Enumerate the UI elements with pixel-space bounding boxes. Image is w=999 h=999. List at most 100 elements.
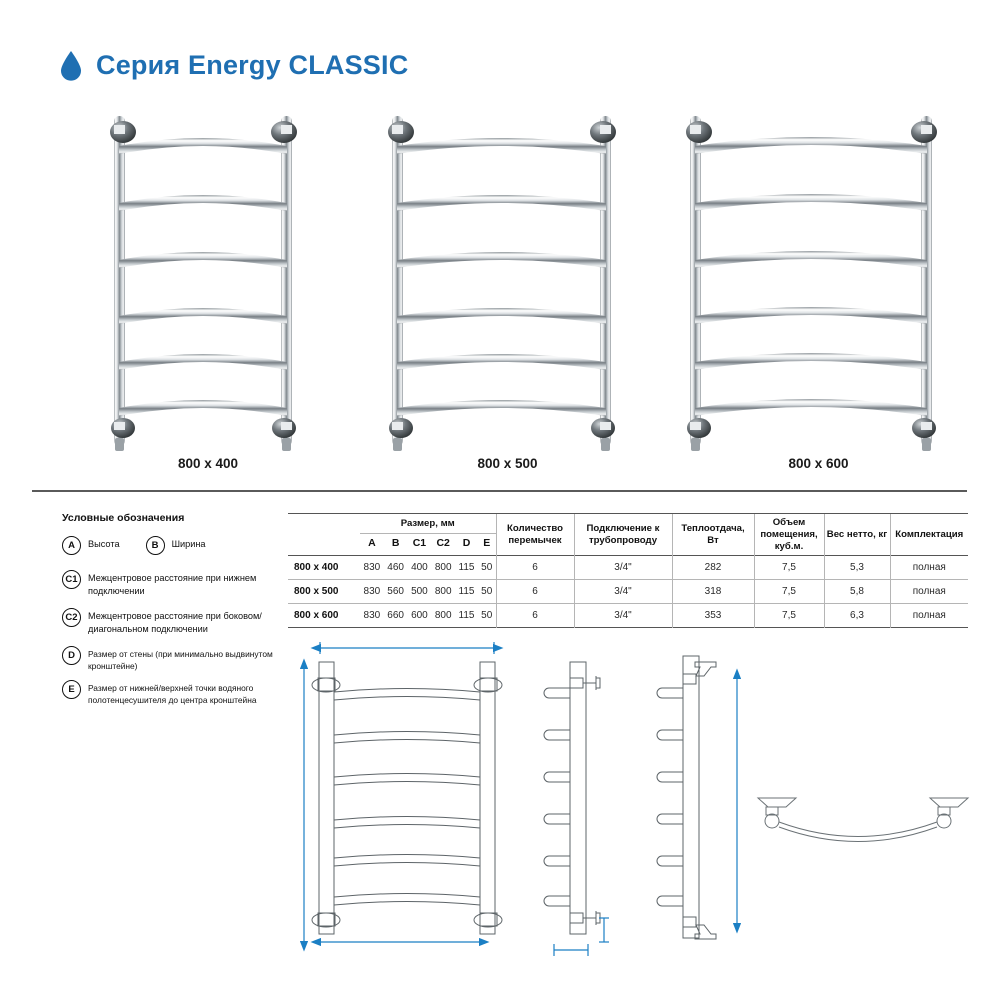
product-800x600: 800 x 600 [676,108,961,471]
mounting-brackets [110,121,297,451]
mounting-brackets [388,121,616,451]
front-view-drawing [299,642,504,952]
page-header: Серия Energy CLASSIC [60,50,408,81]
legend-title: Условные обозначения [62,512,185,524]
header-volume: Объем помещения, куб.м. [753,513,824,556]
cell-volume: 7,5 [753,602,824,628]
cell-d: 115 [455,554,478,580]
cell-packaging: полная [889,602,968,628]
product-800x400: 800 x 400 [88,108,328,471]
side-view-c2-drawing [656,655,742,940]
legend-badge-c1: C1 [62,570,81,589]
cell-heat: 318 [671,578,754,604]
bracket-outlines [311,677,503,928]
legend-label-c2: Межцентровое расстояние при боковом/диаг… [88,611,262,635]
legend-item-d: D Размер от стены (при минимально выдвин… [62,645,277,672]
legend-item-c1: C1 Межцентровое расстояние при нижнем по… [62,569,277,598]
header-d: D [462,536,471,549]
cell-model: 800 x 500 [288,578,360,604]
cell-volume: 7,5 [753,578,824,604]
product-caption: 800 x 600 [788,456,849,471]
cell-c2: 800 [431,554,456,580]
cell-bars: 6 [495,602,574,628]
legend-label-d: Размер от стены (при минимально выдвинут… [88,649,273,672]
cell-d: 115 [455,578,478,604]
crossbar-ends [656,687,683,907]
technical-drawings: B A C1 [0,630,999,975]
table-header-sub-row: A B C1 C2 D E [288,533,968,555]
cell-weight: 5,3 [823,554,890,580]
cell-c1: 500 [407,578,432,604]
legend-label-a: Высота [88,539,120,549]
cell-a: 830 [360,554,384,580]
cell-c2: 800 [431,578,456,604]
table-row: 800 x 400 830 460 400 800 115 50 6 3/4" … [288,554,968,580]
side-rails [690,116,932,446]
water-drop-icon [61,50,81,81]
cell-model: 800 x 400 [288,554,360,580]
side-rails [392,116,611,446]
crossbars [397,138,606,416]
cell-e: 50 [477,578,496,604]
cell-bars: 6 [495,554,574,580]
table-body: 800 x 400 830 460 400 800 115 50 6 3/4" … [288,554,968,628]
cell-c1: 400 [407,554,432,580]
header-b: B [391,536,400,549]
crossbars [695,137,927,416]
legend-badge-a: A [62,536,81,555]
cell-b: 560 [383,578,408,604]
header-heat: Теплоотдача, Вт [671,513,754,556]
legend-item-e: E Размер от нижней/верхней точки водяног… [62,679,277,706]
cell-connection: 3/4" [573,578,672,604]
section-divider [32,490,967,492]
header-weight: Вес нетто, кг [823,513,890,556]
legend-label-c1: Межцентровое расстояние при нижнем подкл… [88,573,257,597]
product-caption: 800 x 500 [477,456,538,471]
crossbar-outlines [333,688,481,906]
side-view-d-e-drawing [543,661,609,956]
towel-rail-image-1 [110,116,297,451]
header-packaging: Комплектация [889,513,968,556]
legend-badge-c2: C2 [62,608,81,628]
cell-a: 830 [360,602,384,628]
product-800x500: 800 x 500 [370,108,645,471]
table-header-group-row: Размер, мм Количество перемычек Подключе… [288,513,968,556]
cell-bars: 6 [495,578,574,604]
legend-block: Условные обозначения A Высота B Ширина C… [62,512,277,710]
side-rails [114,116,292,446]
header-a: A [368,536,376,549]
left-flange [756,797,798,808]
cell-a: 830 [360,578,384,604]
cell-b: 660 [383,602,408,628]
dimension-lines [553,917,609,956]
legend-badge-e: E [62,679,81,699]
legend-item-a-b: A Высота B Ширина [62,535,277,555]
cell-packaging: полная [889,554,968,580]
cell-c1: 600 [407,602,432,628]
page-title: Серия Energy CLASSIC [96,50,409,80]
legend-item-c2: C2 Межцентровое расстояние при боковом/д… [62,607,277,636]
towel-rail-image-2 [388,116,616,451]
cell-heat: 353 [671,602,754,628]
legend-label-e: Размер от нижней/верхней точки водяного … [88,682,257,705]
crossbar-upper-edge [778,821,938,837]
crossbar-top-view-detail [756,797,970,842]
table-row: 800 x 500 830 560 500 800 115 50 6 3/4" … [288,578,968,604]
crossbar-lower-edge [778,826,938,842]
product-caption: 800 x 400 [177,456,239,471]
cell-volume: 7,5 [753,554,824,580]
crossbars [119,138,287,416]
cell-e: 50 [477,554,496,580]
cell-connection: 3/4" [573,554,672,580]
cell-heat: 282 [671,554,754,580]
flange-fittings [682,661,717,940]
legend-badge-d: D [62,646,81,666]
crossbar-ends [543,687,570,907]
mounting-brackets [686,121,937,451]
right-flange [928,797,970,808]
cell-b: 460 [383,554,408,580]
cell-c2: 800 [431,602,456,628]
front-view-outline [311,661,503,935]
legend-badge-b: B [145,536,165,555]
